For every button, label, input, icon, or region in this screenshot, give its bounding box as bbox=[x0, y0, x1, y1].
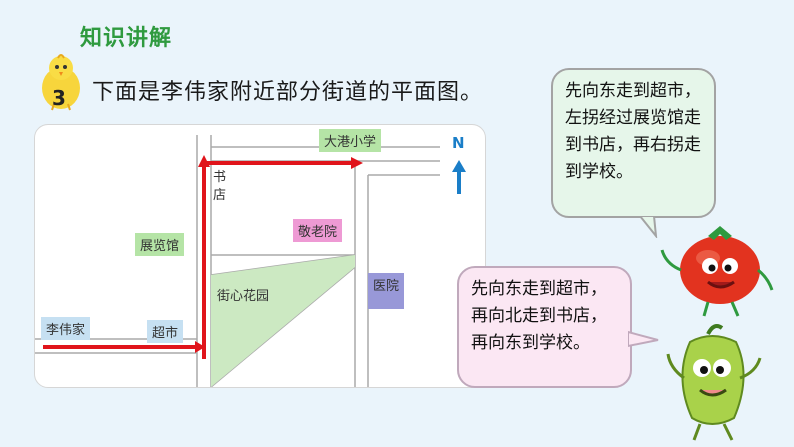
bubble-tail-icon bbox=[628, 330, 659, 348]
nursing-home-label: 敬老院 bbox=[293, 219, 343, 242]
hospital-label: 医院 bbox=[368, 273, 405, 309]
tomato-speech-text: 先向东走到超市，左拐经过展览馆走到书店，再右拐走到学校。 bbox=[565, 81, 701, 182]
street-map-drawing bbox=[35, 135, 440, 387]
garden-area bbox=[211, 255, 355, 387]
pepper-speech-text: 先向东走到超市，再向北走到书店，再向东到学校。 bbox=[471, 279, 607, 353]
tomato-speech-bubble: 先向东走到超市，左拐经过展览馆走到书店，再右拐走到学校。 bbox=[551, 68, 716, 218]
exhibition-hall-label: 展览馆 bbox=[135, 233, 185, 256]
tomato-character-icon bbox=[660, 226, 774, 317]
supermarket-label: 超市 bbox=[147, 320, 184, 343]
problem-statement: 下面是李伟家附近部分街道的平面图。 bbox=[92, 80, 484, 105]
north-label: N bbox=[452, 134, 465, 152]
pepper-character-icon bbox=[666, 324, 762, 441]
school-label: 大港小学 bbox=[319, 129, 382, 152]
pepper-speech-bubble: 先向东走到超市，再向北走到书店，再向东到学校。 bbox=[457, 266, 632, 388]
route-arrows bbox=[43, 161, 353, 359]
problem-number: 3 bbox=[52, 86, 66, 110]
bookstore-label: 书 店 bbox=[213, 170, 227, 203]
home-label: 李伟家 bbox=[41, 317, 91, 340]
chick-icon bbox=[42, 54, 80, 111]
garden-label: 街心花园 bbox=[217, 289, 270, 304]
north-arrow-icon bbox=[452, 160, 466, 194]
section-heading: 知识讲解 bbox=[80, 26, 173, 51]
bubble-tail-icon bbox=[638, 216, 658, 238]
street-map: 大港小学 书 店 展览馆 敬老院 街心花园 医院 李伟家 超市 bbox=[34, 124, 486, 388]
